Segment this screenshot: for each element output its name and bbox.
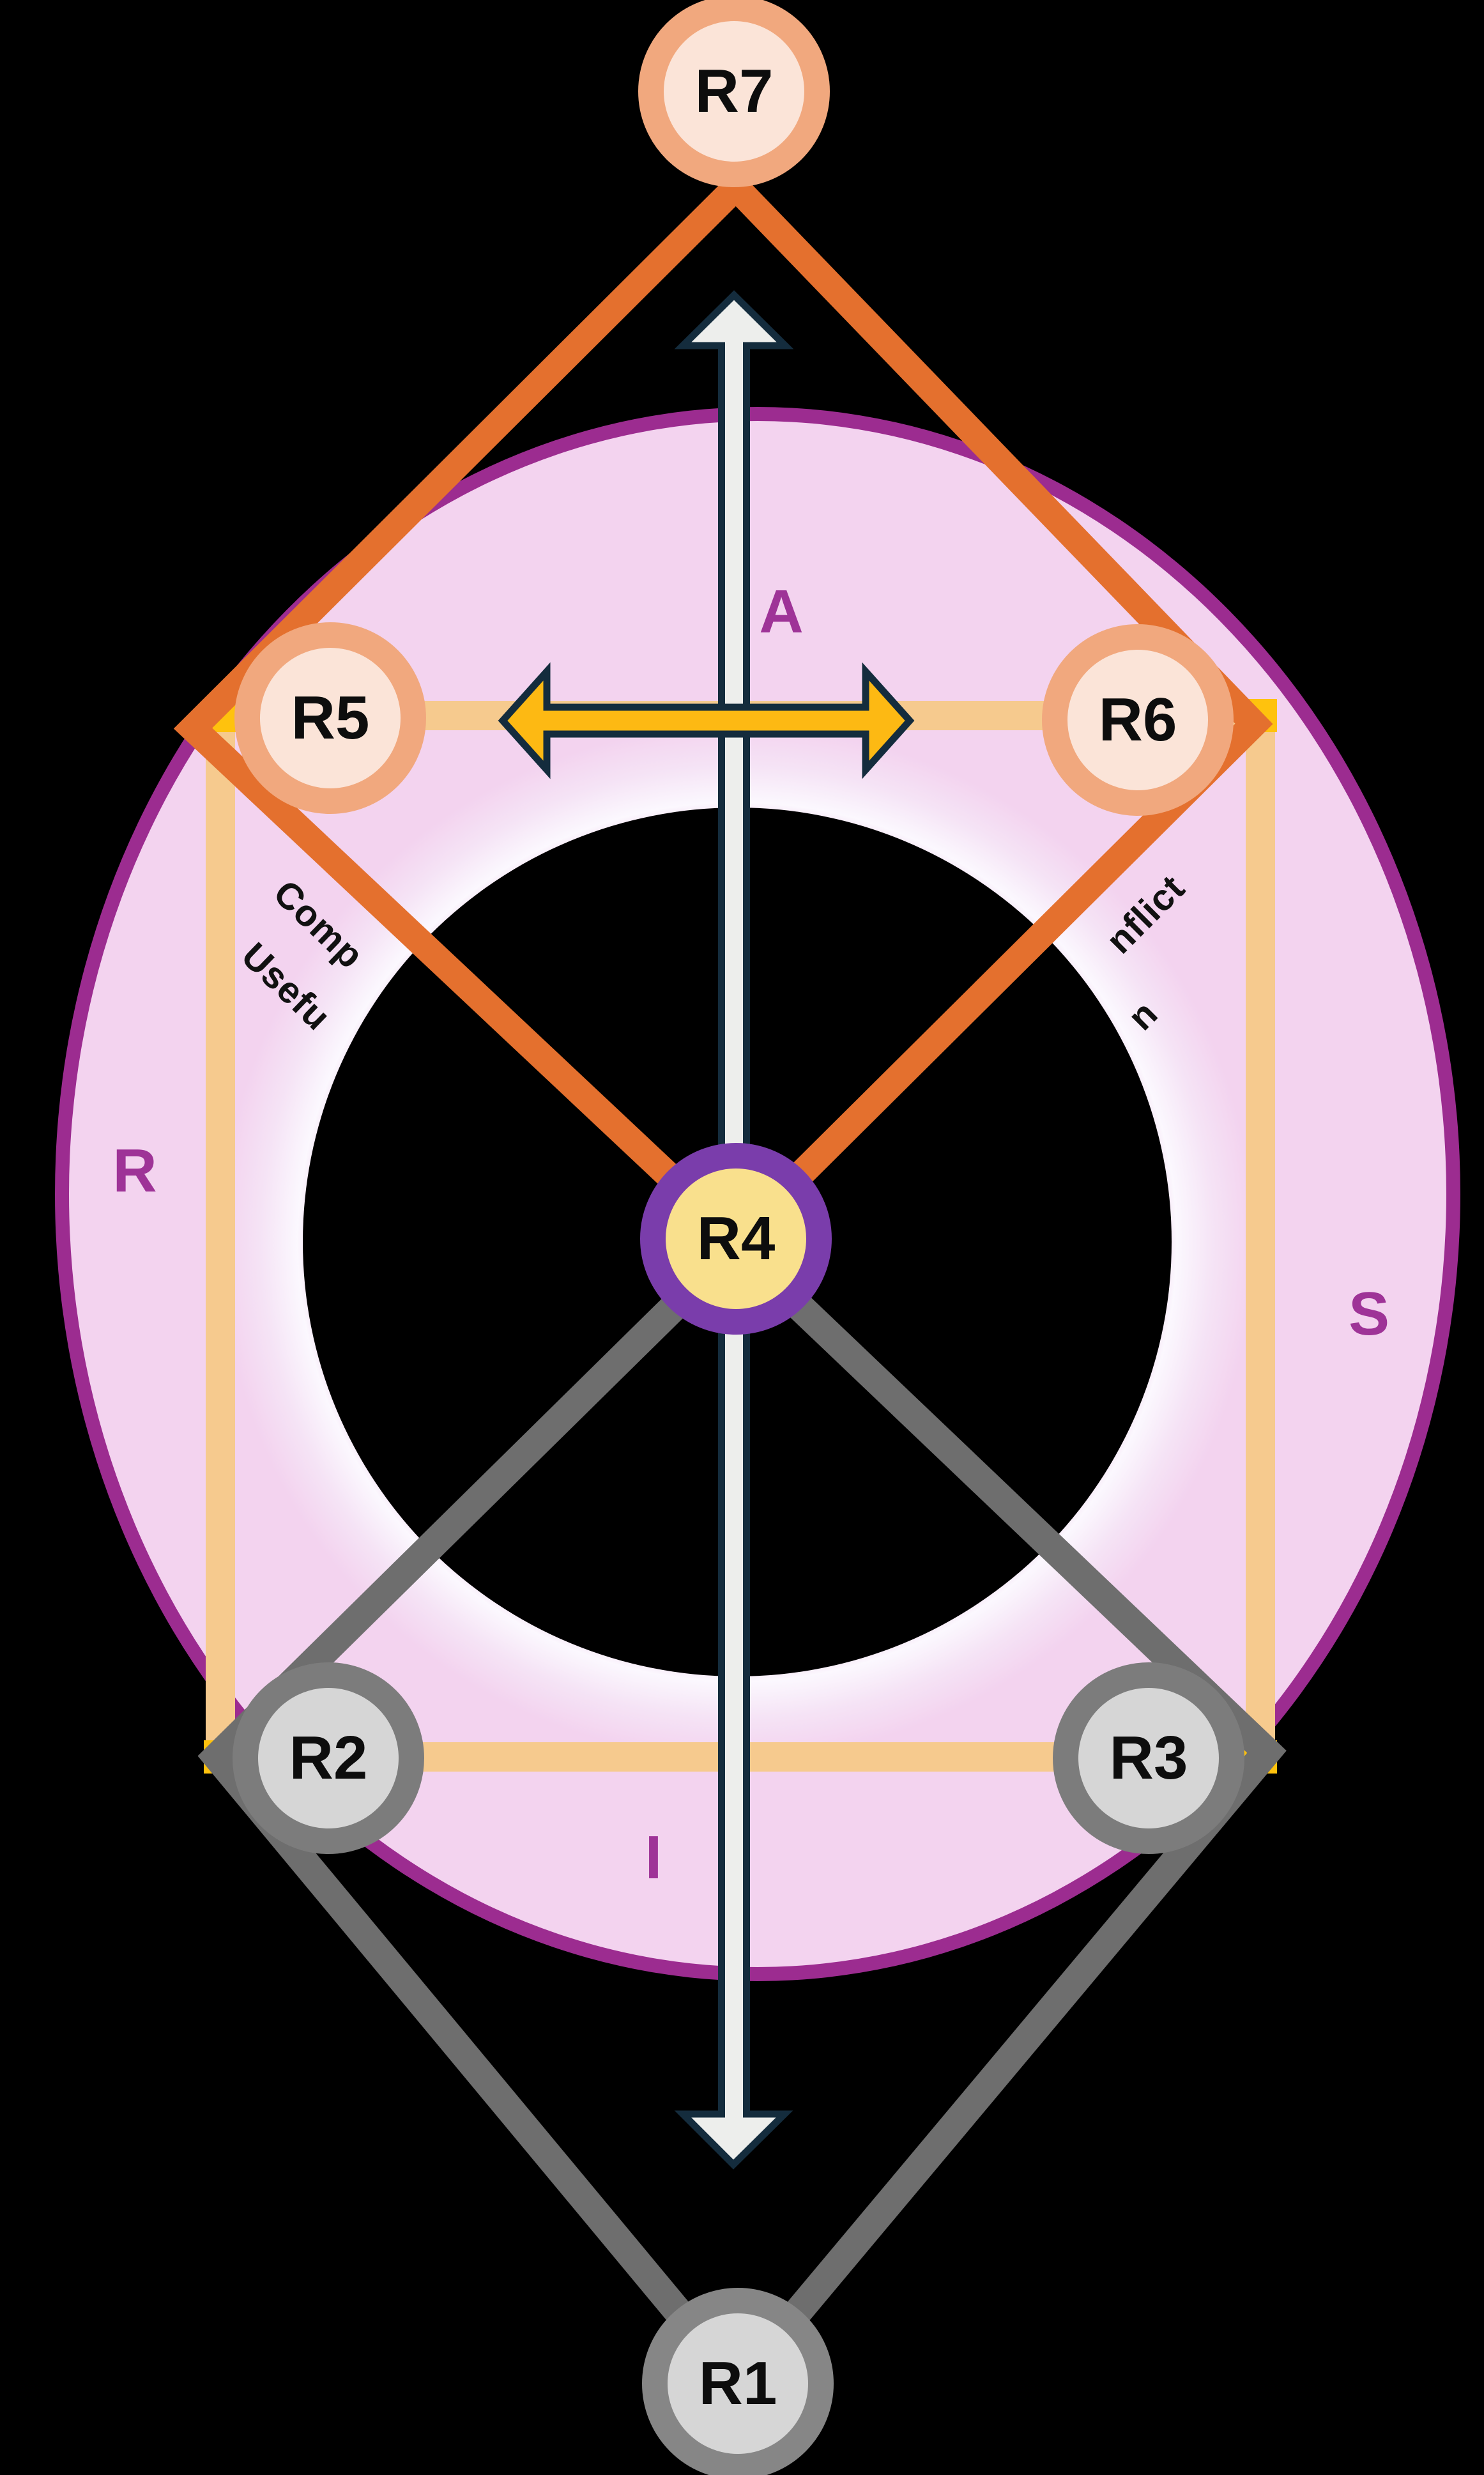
tan-band-right bbox=[1246, 701, 1275, 1772]
node-r7-label: R7 bbox=[694, 57, 774, 125]
node-r3: R3 bbox=[1053, 1662, 1244, 1854]
ring-letter-a: A bbox=[759, 578, 804, 646]
node-r7: R7 bbox=[638, 0, 830, 187]
ring-letter-s: S bbox=[1348, 1280, 1390, 1348]
node-r1: R1 bbox=[642, 2288, 834, 2475]
ring-letter-r: R bbox=[112, 1137, 157, 1205]
node-r4: R4 bbox=[640, 1143, 832, 1335]
tan-band-left bbox=[206, 701, 235, 1772]
node-r2-label: R2 bbox=[289, 1724, 368, 1792]
node-r5: R5 bbox=[234, 622, 426, 814]
ring-letter-i: I bbox=[645, 1823, 662, 1892]
node-r2: R2 bbox=[233, 1662, 424, 1854]
node-r1-label: R1 bbox=[698, 2349, 777, 2418]
node-r4-label: R4 bbox=[696, 1204, 776, 1273]
node-r6: R6 bbox=[1042, 624, 1234, 816]
horizontal-double-arrow bbox=[498, 662, 915, 779]
node-r3-label: R3 bbox=[1109, 1724, 1188, 1792]
node-r5-label: R5 bbox=[291, 684, 370, 752]
node-r6-label: R6 bbox=[1098, 686, 1177, 754]
